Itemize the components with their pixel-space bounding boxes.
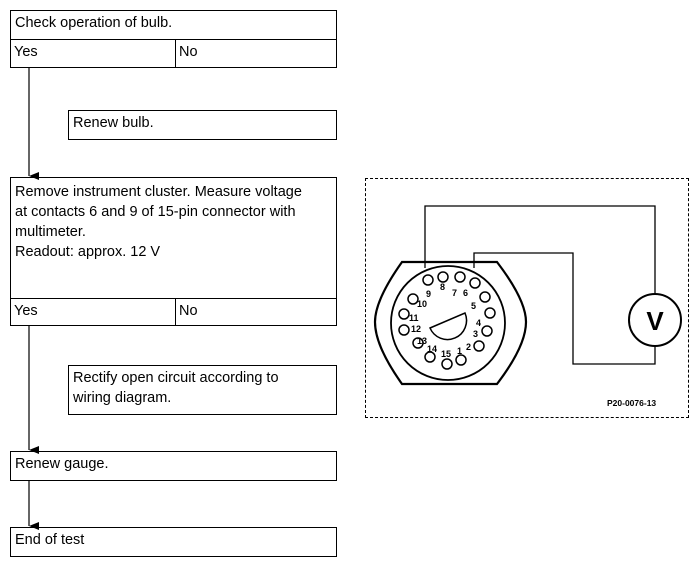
pin-5-contact — [479, 291, 491, 303]
step-renew-gauge: Renew gauge. — [10, 451, 337, 481]
figure-code: P20-0076-13 — [607, 398, 656, 408]
pin-6-contact — [469, 277, 481, 289]
pin-15-contact — [441, 358, 453, 370]
pin-label-8: 8 — [440, 282, 445, 292]
pin-14-contact — [424, 351, 436, 363]
connector-center-key — [429, 312, 468, 341]
pin-12-contact — [398, 324, 410, 336]
step-end-of-test: End of test — [10, 527, 337, 557]
voltmeter-label: V — [646, 306, 664, 336]
pin-label-10: 10 — [417, 299, 427, 309]
action-renew-bulb: Renew bulb. — [68, 110, 337, 140]
pin-9-contact — [422, 274, 434, 286]
pin-label-12: 12 — [411, 324, 421, 334]
pin-13-contact — [412, 337, 424, 349]
step-measure-voltage-no: No — [175, 298, 337, 326]
pin-3-contact — [481, 325, 493, 337]
step-measure-voltage-line4: Readout: approx. 12 V — [15, 244, 161, 260]
voltmeter-symbol — [628, 293, 682, 347]
pin-label-7: 7 — [452, 288, 457, 298]
pin-4-contact — [484, 307, 496, 319]
action-rectify-circuit: Rectify open circuit according to wiring… — [68, 365, 337, 415]
pin-label-13: 13 — [417, 336, 427, 346]
pin-label-5: 5 — [471, 301, 476, 311]
step-check-bulb-yes: Yes — [10, 39, 176, 68]
pin-label-1: 1 — [457, 346, 462, 356]
step-check-bulb-text: Check operation of bulb. — [15, 15, 173, 31]
pin-label-3: 3 — [473, 329, 478, 339]
pin-label-4: 4 — [476, 318, 481, 328]
wire-pin-9 — [424, 205, 656, 295]
pin-label-14: 14 — [427, 344, 437, 354]
pin-label-11: 11 — [409, 313, 419, 323]
pin-2-contact — [473, 340, 485, 352]
step-measure-voltage-line3: multimeter. — [15, 224, 86, 240]
pin-11-contact — [398, 308, 410, 320]
pin-1-contact — [455, 354, 467, 366]
pin-label-6: 6 — [463, 288, 468, 298]
pin-label-2: 2 — [466, 342, 471, 352]
pin-10-contact — [407, 293, 419, 305]
step-measure-voltage-line1: Remove instrument cluster. Measure volta… — [15, 184, 302, 200]
step-measure-voltage: Remove instrument cluster. Measure volta… — [10, 177, 337, 299]
step-check-bulb-no: No — [175, 39, 337, 68]
step-measure-voltage-yes: Yes — [10, 298, 176, 326]
pin-label-9: 9 — [426, 289, 431, 299]
wire-pin-6 — [473, 252, 656, 365]
connector-housing-outer — [373, 260, 528, 386]
step-measure-voltage-line2: at contacts 6 and 9 of 15-pin connector … — [15, 204, 296, 220]
pin-7-contact — [454, 271, 466, 283]
connector-housing-inner — [390, 265, 506, 381]
pin-label-15: 15 — [441, 349, 451, 359]
connector-diagram-frame — [365, 178, 689, 418]
step-check-bulb: Check operation of bulb. — [10, 10, 337, 40]
pin-8-contact — [437, 271, 449, 283]
